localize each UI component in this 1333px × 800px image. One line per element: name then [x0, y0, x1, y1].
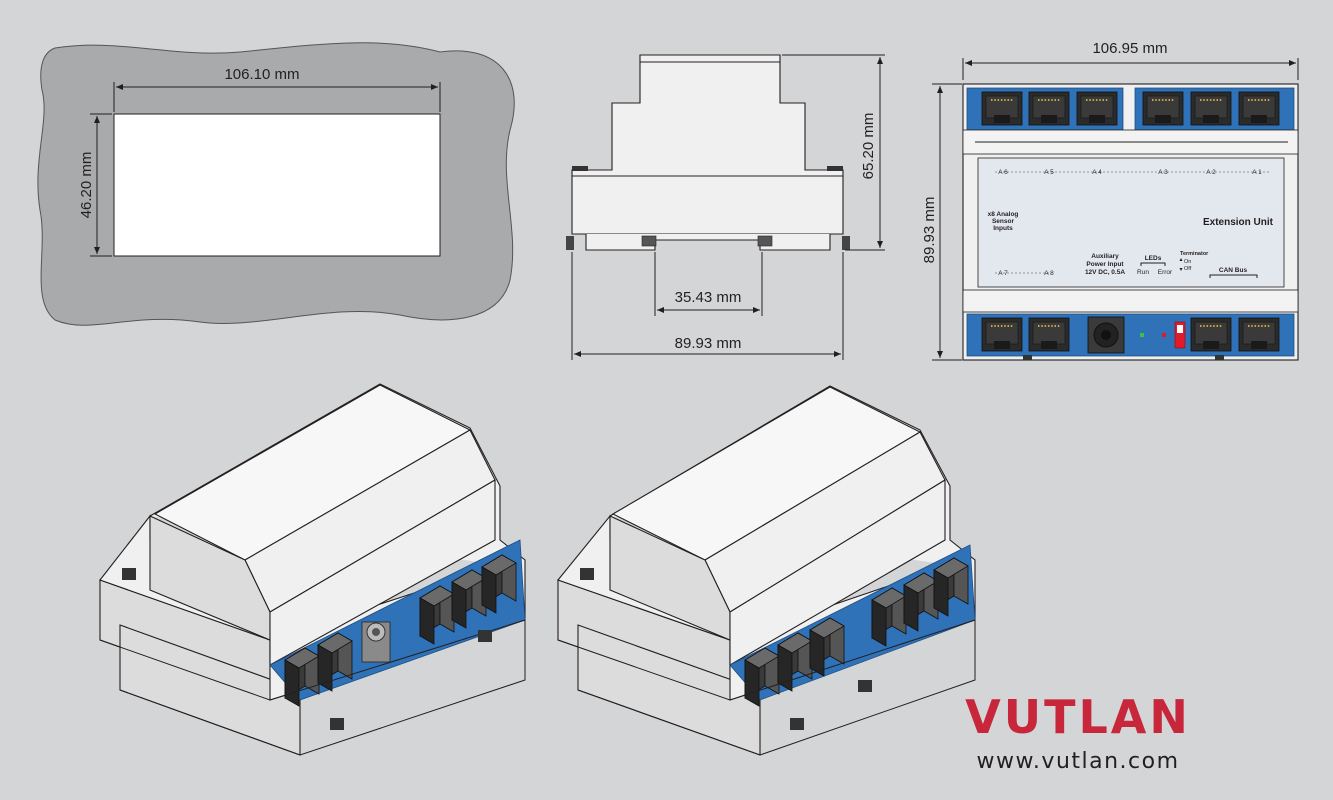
iso-view-left: [99, 383, 526, 756]
leds-label: LEDs: [1145, 255, 1162, 262]
can-bus-label: CAN Bus: [1219, 267, 1248, 274]
side-width-label: 89.93 mm: [675, 335, 742, 352]
cutout-hole: [113, 113, 441, 257]
led-run-label: Run: [1137, 269, 1149, 276]
analog-a8: A 8: [1044, 270, 1054, 277]
side-height-label: 65.20 mm: [860, 113, 877, 180]
analog-a1: A 1: [1252, 169, 1262, 176]
terminator-off-label: Off: [1184, 266, 1192, 272]
cutout-drawing: 106.10 mm 46.20 mm: [37, 42, 515, 326]
led-run: [1140, 333, 1144, 337]
terminator-on-label: On: [1184, 259, 1191, 265]
brand-logo-text: VUTLAN: [965, 690, 1191, 744]
inputs-label-line1: x8 Analog: [988, 211, 1019, 218]
cutout-height-label: 46.20 mm: [78, 152, 95, 219]
iso-view-right: [557, 385, 976, 756]
vutlan-logo: VUTLAN www.vutlan.com: [965, 690, 1191, 774]
front-view: 106.95 mm 89.93 mm A 6 A 5: [921, 40, 1299, 361]
analog-a6: A 6: [998, 169, 1008, 176]
side-view: 65.20 mm 35.43 mm 89.93 mm: [566, 54, 885, 360]
terminator-label: Terminator: [1180, 251, 1209, 257]
power-label-line3: 12V DC, 0.5A: [1085, 269, 1125, 276]
front-width-label: 106.95 mm: [1092, 40, 1167, 57]
terminator-switch: [1174, 321, 1186, 349]
analog-a2: A 2: [1206, 169, 1216, 176]
side-rail-label: 35.43 mm: [675, 289, 742, 306]
led-error-label: Error: [1158, 269, 1173, 276]
brand-url: www.vutlan.com: [976, 749, 1179, 774]
analog-a5: A 5: [1044, 169, 1054, 176]
unit-title: Extension Unit: [1203, 217, 1274, 228]
analog-a4: A 4: [1092, 169, 1102, 176]
front-height-label: 89.93 mm: [921, 197, 938, 264]
analog-a7: A 7: [998, 270, 1008, 277]
power-label-line2: Power Input: [1086, 261, 1124, 268]
cutout-width-label: 106.10 mm: [224, 66, 299, 83]
inputs-label-line3: Inputs: [993, 225, 1013, 232]
power-label-line1: Auxiliary: [1091, 253, 1119, 260]
analog-a3: A 3: [1158, 169, 1168, 176]
led-error: [1162, 333, 1166, 337]
front-label-panel: [977, 157, 1285, 288]
inputs-label-line2: Sensor: [992, 218, 1015, 225]
